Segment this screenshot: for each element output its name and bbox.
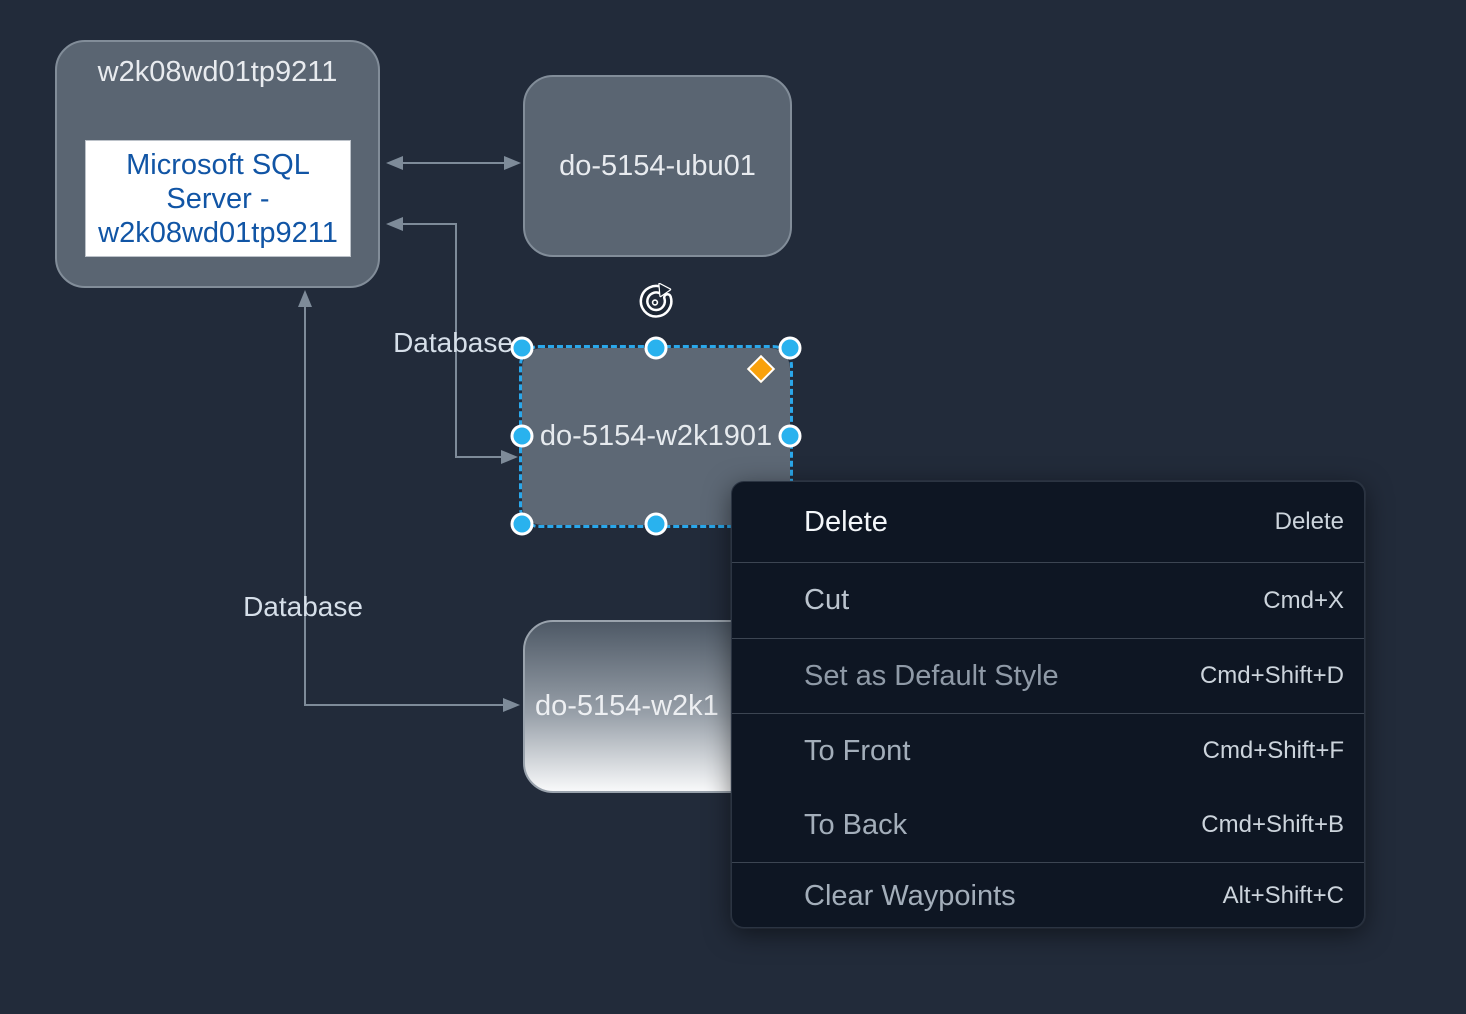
menu-item-to-back[interactable]: To Back Cmd+Shift+B	[732, 788, 1364, 862]
menu-separator	[732, 638, 1364, 639]
rotate-handle-icon[interactable]	[636, 282, 674, 321]
menu-item-clear-waypoints[interactable]: Clear Waypoints Alt+Shift+C	[732, 863, 1364, 927]
menu-item-cut[interactable]: Cut Cmd+X	[732, 563, 1364, 638]
handle-bottom-middle[interactable]	[644, 512, 668, 536]
handle-middle-right[interactable]	[778, 424, 802, 448]
node-sql-host-inner-label: Microsoft SQL Server - w2k08wd01tp9211	[98, 148, 338, 249]
node-sql-host[interactable]: w2k08wd01tp9211 Microsoft SQL Server - w…	[55, 40, 380, 288]
menu-item-to-front-shortcut: Cmd+Shift+F	[1202, 737, 1344, 764]
node-w2k1901-label: do-5154-w2k1901	[539, 420, 773, 452]
node-sql-host-inner-box[interactable]: Microsoft SQL Server - w2k08wd01tp9211	[85, 140, 351, 257]
edge-label-database-2[interactable]: Database	[243, 591, 363, 622]
menu-item-set-default-style-label: Set as Default Style	[804, 659, 1059, 692]
handle-top-middle[interactable]	[644, 336, 668, 360]
menu-item-to-back-label: To Back	[804, 808, 908, 841]
menu-item-set-default-style[interactable]: Set as Default Style Cmd+Shift+D	[732, 639, 1364, 713]
handle-bottom-left[interactable]	[510, 512, 534, 536]
node-w2k19-bottom-label: do-5154-w2k1	[535, 690, 719, 722]
menu-separator	[732, 562, 1364, 563]
menu-item-set-default-style-shortcut: Cmd+Shift+D	[1199, 662, 1344, 689]
menu-item-to-front-label: To Front	[804, 734, 911, 767]
handle-top-left[interactable]	[510, 336, 534, 360]
menu-item-to-front[interactable]: To Front Cmd+Shift+F	[732, 714, 1364, 788]
menu-item-clear-waypoints-label: Clear Waypoints	[804, 879, 1016, 912]
edge-label-database-1[interactable]: Database	[393, 327, 513, 358]
node-sql-host-title: w2k08wd01tp9211	[97, 56, 338, 88]
node-ubu01-label: do-5154-ubu01	[559, 149, 756, 182]
edge-sql-w2k19-bottom[interactable]	[298, 290, 520, 712]
edge-sql-ubu01[interactable]	[386, 156, 521, 170]
node-ubu01[interactable]: do-5154-ubu01	[523, 75, 792, 257]
handle-middle-left[interactable]	[510, 424, 534, 448]
menu-item-clear-waypoints-shortcut: Alt+Shift+C	[1222, 882, 1344, 909]
handle-top-right[interactable]	[778, 336, 802, 360]
menu-item-delete[interactable]: Delete Delete	[732, 482, 1364, 562]
menu-item-cut-shortcut: Cmd+X	[1263, 586, 1344, 614]
edge-sql-w2k1901[interactable]	[386, 217, 518, 464]
menu-separator	[732, 862, 1364, 863]
menu-item-delete-label: Delete	[804, 505, 888, 538]
menu-separator	[732, 713, 1364, 714]
menu-item-to-back-shortcut: Cmd+Shift+B	[1201, 811, 1344, 838]
menu-item-delete-shortcut: Delete	[1274, 508, 1344, 535]
context-menu: Delete Delete Cut Cmd+X Set as Default S…	[731, 481, 1365, 928]
menu-item-cut-label: Cut	[804, 584, 850, 616]
